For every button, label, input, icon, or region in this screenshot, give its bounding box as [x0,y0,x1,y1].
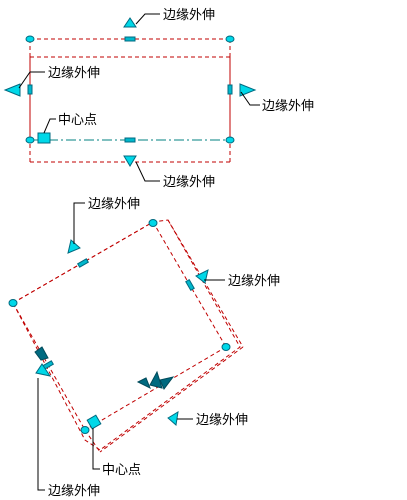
top-edge-lines [29,38,231,163]
label-bottom-lower-right: 边缘外伸 [196,413,248,428]
leader-top [135,13,160,25]
label-bottom-lower-left: 边缘外伸 [48,484,100,499]
rotated-inner-bottom [84,346,227,431]
leader-center [43,118,56,134]
leader-bottom-top [73,202,85,244]
rotation-grip-icon[interactable] [159,376,175,390]
label-bottom-center: 中心点 [102,463,141,478]
label-bottom-top: 边缘外伸 [88,197,140,212]
leader-left [18,71,45,89]
edge-midpoint-grip[interactable] [227,84,233,95]
rotation-grip-icon[interactable] [34,346,49,361]
corner-grip[interactable] [80,426,90,434]
label-bottom-right: 边缘外伸 [228,274,280,289]
bottom-center-grip[interactable] [86,414,102,430]
top-center-grip[interactable] [37,132,51,144]
bottom-figure: 边缘外伸 边缘外伸 边缘外伸 中心点 边缘外伸 [8,197,280,499]
bottom-extension-triangle-lower[interactable] [167,411,179,426]
edge-midpoint-grip[interactable] [124,36,136,42]
label-right: 边缘外伸 [262,99,314,114]
leader-right [240,91,260,106]
top-extension-triangle-down[interactable] [123,155,137,167]
edge-midpoint-grip[interactable] [76,258,90,268]
top-extension-triangle-left[interactable] [3,83,21,97]
top-extension-triangle-right[interactable] [239,83,257,97]
corner-grip[interactable] [25,35,35,43]
edge-midpoint-grip[interactable] [124,137,136,143]
corner-grip[interactable] [225,35,235,43]
corner-grip[interactable] [148,219,158,227]
rotated-outer-right [167,219,244,348]
leader-bottom-center [92,428,100,470]
label-bottom: 边缘外伸 [163,175,215,190]
bottom-extension-triangle-up[interactable] [67,239,81,254]
leader-bottom-lower-left [37,378,45,491]
edge-midpoint-grip[interactable] [185,278,195,292]
rotation-grip-icon[interactable] [136,377,151,390]
corner-grip[interactable] [8,299,18,307]
top-corner-grips [25,35,235,144]
corner-grip[interactable] [221,343,231,351]
rotated-outer-bottom [99,346,244,453]
rotated-bottom-left [84,429,101,453]
corner-grip[interactable] [225,136,235,144]
bottom-extension-triangle-left[interactable] [35,363,52,377]
corner-grip[interactable] [25,136,35,144]
leader-bottom [135,161,160,182]
edge-midpoint-grip[interactable] [27,84,33,95]
label-left: 边缘外伸 [48,66,100,81]
label-top: 边缘外伸 [163,8,215,23]
top-extension-triangle-up[interactable] [123,17,137,28]
label-center: 中心点 [58,113,97,128]
bottom-extension-triangle-right[interactable] [195,269,209,284]
top-figure: 边缘外伸 边缘外伸 边缘外伸 边缘外伸 中心点 [3,8,314,190]
